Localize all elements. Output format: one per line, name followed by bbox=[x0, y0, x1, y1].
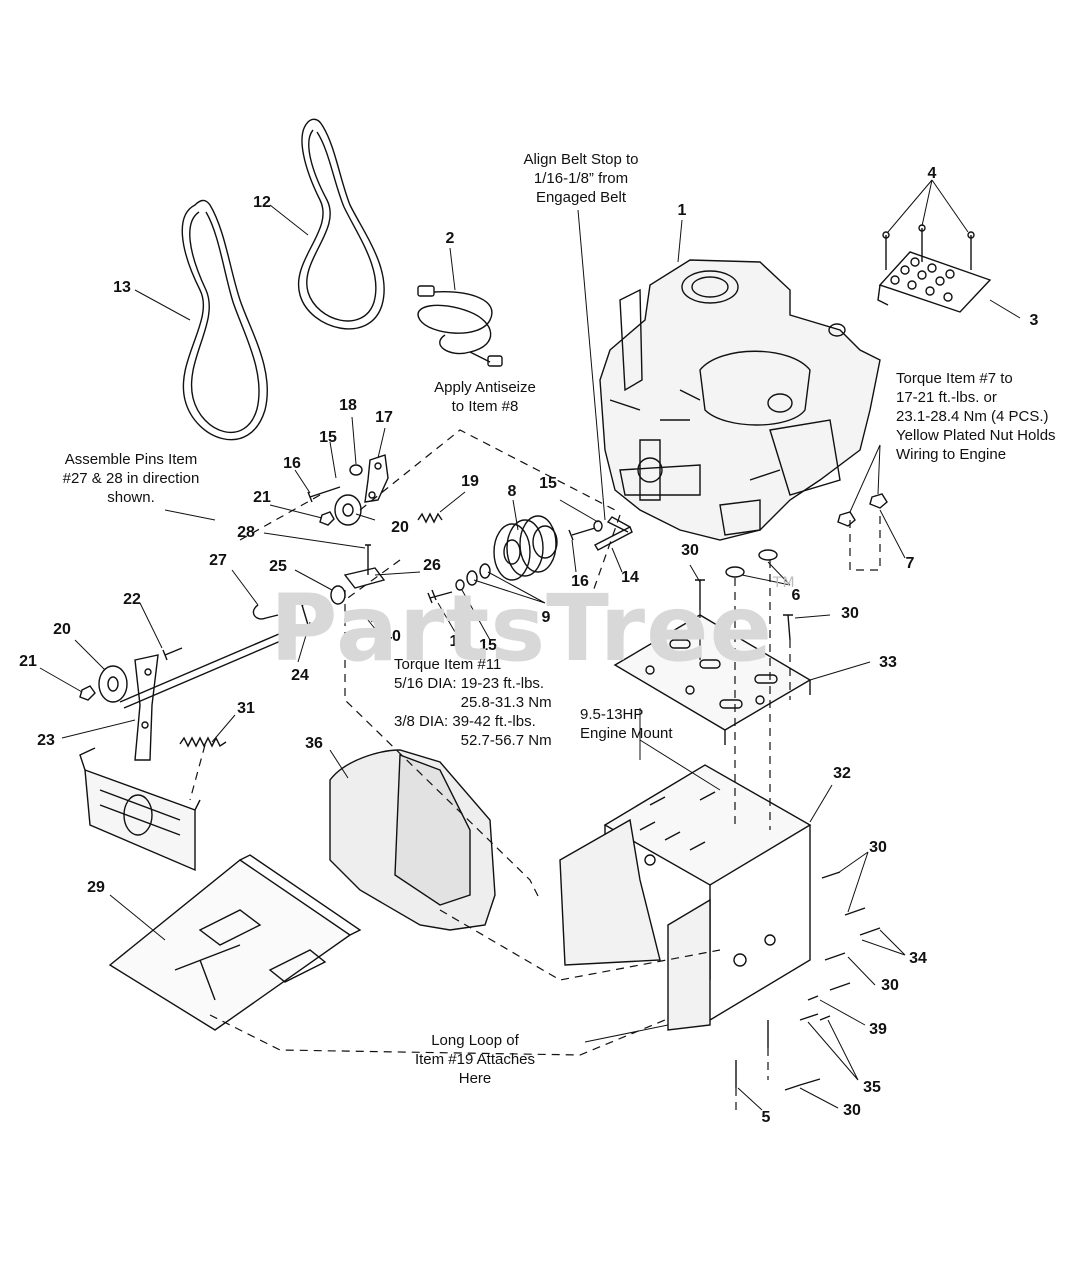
shaft-rod[interactable] bbox=[119, 624, 305, 709]
note-engine-mount: 9.5-13HP Engine Mount bbox=[580, 706, 673, 742]
callout-30-e: 30 bbox=[843, 1102, 861, 1119]
belt-13[interactable] bbox=[181, 199, 268, 441]
belt-guard-29[interactable] bbox=[108, 854, 362, 1031]
note-assemble-pins: Assemble Pins Item #27 & 28 in direction… bbox=[62, 451, 200, 506]
washer-6a[interactable] bbox=[758, 549, 778, 561]
callout-19: 19 bbox=[461, 473, 479, 490]
bolt-16-right[interactable] bbox=[568, 527, 596, 541]
bolt-30-top[interactable] bbox=[695, 579, 705, 610]
idler-pulley-20-top-hub[interactable] bbox=[342, 503, 354, 517]
callout-2: 2 bbox=[446, 230, 455, 247]
callout-33: 33 bbox=[879, 654, 897, 671]
idler-pulley-20-left-hub[interactable] bbox=[107, 676, 119, 692]
callout-18: 18 bbox=[339, 397, 357, 414]
callout-30-d: 30 bbox=[881, 977, 899, 994]
bracket-26[interactable] bbox=[343, 567, 386, 589]
washer-9b[interactable] bbox=[466, 570, 478, 586]
callout-26: 26 bbox=[423, 557, 441, 574]
callout-11: 11 bbox=[450, 633, 467, 650]
callout-29: 29 bbox=[87, 879, 105, 896]
callout-40: 40 bbox=[383, 628, 401, 645]
note-align-belt-stop: Align Belt Stop to 1/16-1/8” from Engage… bbox=[523, 151, 639, 206]
pulley-8[interactable] bbox=[493, 515, 558, 581]
parts-tree-watermark: PartsTreeTM bbox=[270, 575, 796, 682]
washer-6b[interactable] bbox=[725, 566, 745, 578]
callout-39: 39 bbox=[869, 1021, 887, 1038]
nut-21-top[interactable] bbox=[319, 511, 335, 526]
callout-30-b: 30 bbox=[841, 605, 859, 622]
callout-21-a: 21 bbox=[253, 489, 271, 506]
callout-4: 4 bbox=[928, 165, 937, 182]
belt-cover-36[interactable] bbox=[329, 749, 496, 931]
watermark-trademark: TM bbox=[772, 575, 796, 591]
callout-30-a: 30 bbox=[681, 542, 699, 559]
callout-30-c: 30 bbox=[869, 839, 887, 856]
bolt-16-left[interactable] bbox=[307, 486, 341, 503]
callout-5: 5 bbox=[762, 1109, 771, 1126]
callout-16-b: 16 bbox=[571, 573, 589, 590]
bolt-22[interactable] bbox=[162, 647, 183, 661]
note-torque-item-7: Torque Item #7 to 17-21 ft.-lbs. or 23.1… bbox=[896, 370, 1056, 463]
washer-15[interactable] bbox=[455, 579, 465, 591]
nut-7a[interactable] bbox=[837, 511, 856, 527]
callout-1: 1 bbox=[678, 202, 687, 219]
pin-27[interactable] bbox=[252, 604, 279, 620]
idler-bracket-17[interactable] bbox=[364, 454, 389, 503]
nut-7b[interactable] bbox=[869, 493, 888, 509]
callout-34: 34 bbox=[909, 950, 927, 967]
idler-arm-23[interactable] bbox=[134, 654, 159, 761]
callout-25: 25 bbox=[269, 558, 287, 575]
callout-7: 7 bbox=[906, 555, 915, 572]
engine-1[interactable] bbox=[599, 259, 881, 541]
callout-6: 6 bbox=[792, 587, 801, 604]
bolt-30-mid[interactable] bbox=[783, 614, 793, 641]
washer-9a[interactable] bbox=[479, 563, 491, 579]
heat-shield-3[interactable] bbox=[877, 251, 992, 313]
washer-15-right[interactable] bbox=[593, 520, 603, 532]
callout-15-c: 15 bbox=[479, 637, 497, 654]
spring-31[interactable] bbox=[179, 736, 227, 748]
note-apply-antiseize: Apply Antiseize to Item #8 bbox=[434, 379, 536, 415]
callout-13: 13 bbox=[113, 279, 131, 296]
belt-stop-14[interactable] bbox=[594, 516, 633, 551]
idler-pulley-20-left[interactable] bbox=[98, 665, 128, 703]
bushing-24[interactable] bbox=[301, 599, 327, 626]
callout-31: 31 bbox=[237, 700, 255, 717]
watermark-text: PartsTree bbox=[270, 575, 773, 682]
friction-bracket[interactable] bbox=[79, 747, 201, 872]
callout-28: 28 bbox=[237, 524, 255, 541]
spring-19[interactable] bbox=[417, 512, 443, 524]
note-long-loop: Long Loop of Item #19 Attaches Here bbox=[414, 1032, 536, 1087]
wire-harness-2[interactable] bbox=[417, 285, 503, 367]
callout-24: 24 bbox=[291, 667, 309, 684]
callout-32: 32 bbox=[833, 765, 851, 782]
callout-27: 27 bbox=[209, 552, 227, 569]
callout-36: 36 bbox=[305, 735, 323, 752]
callout-15-a: 15 bbox=[319, 429, 337, 446]
callout-23: 23 bbox=[37, 732, 55, 749]
idler-pulley-20-top[interactable] bbox=[334, 494, 362, 526]
callout-15-b: 15 bbox=[539, 475, 557, 492]
hook-40[interactable] bbox=[359, 612, 373, 623]
callout-3: 3 bbox=[1030, 312, 1039, 329]
callout-17: 17 bbox=[375, 409, 393, 426]
nut-21-left[interactable] bbox=[79, 685, 96, 701]
callout-14: 14 bbox=[621, 569, 639, 586]
callout-12: 12 bbox=[253, 194, 271, 211]
note-torque-item-11: Torque Item #11 5/16 DIA: 19-23 ft.-lbs.… bbox=[394, 656, 552, 749]
callout-20-b: 20 bbox=[53, 621, 71, 638]
belt-12[interactable] bbox=[297, 118, 385, 330]
callout-21-b: 21 bbox=[19, 653, 37, 670]
callout-22: 22 bbox=[123, 591, 141, 608]
callout-35: 35 bbox=[863, 1079, 881, 1096]
frame-32[interactable] bbox=[559, 764, 812, 1031]
bolts-30-34-35-39[interactable] bbox=[735, 871, 881, 1091]
callout-20-a: 20 bbox=[391, 519, 409, 536]
callout-16-a: 16 bbox=[283, 455, 301, 472]
callout-8: 8 bbox=[508, 483, 517, 500]
bolt-11[interactable] bbox=[427, 589, 453, 604]
callout-9: 9 bbox=[542, 609, 551, 626]
washer-18[interactable] bbox=[349, 464, 363, 476]
